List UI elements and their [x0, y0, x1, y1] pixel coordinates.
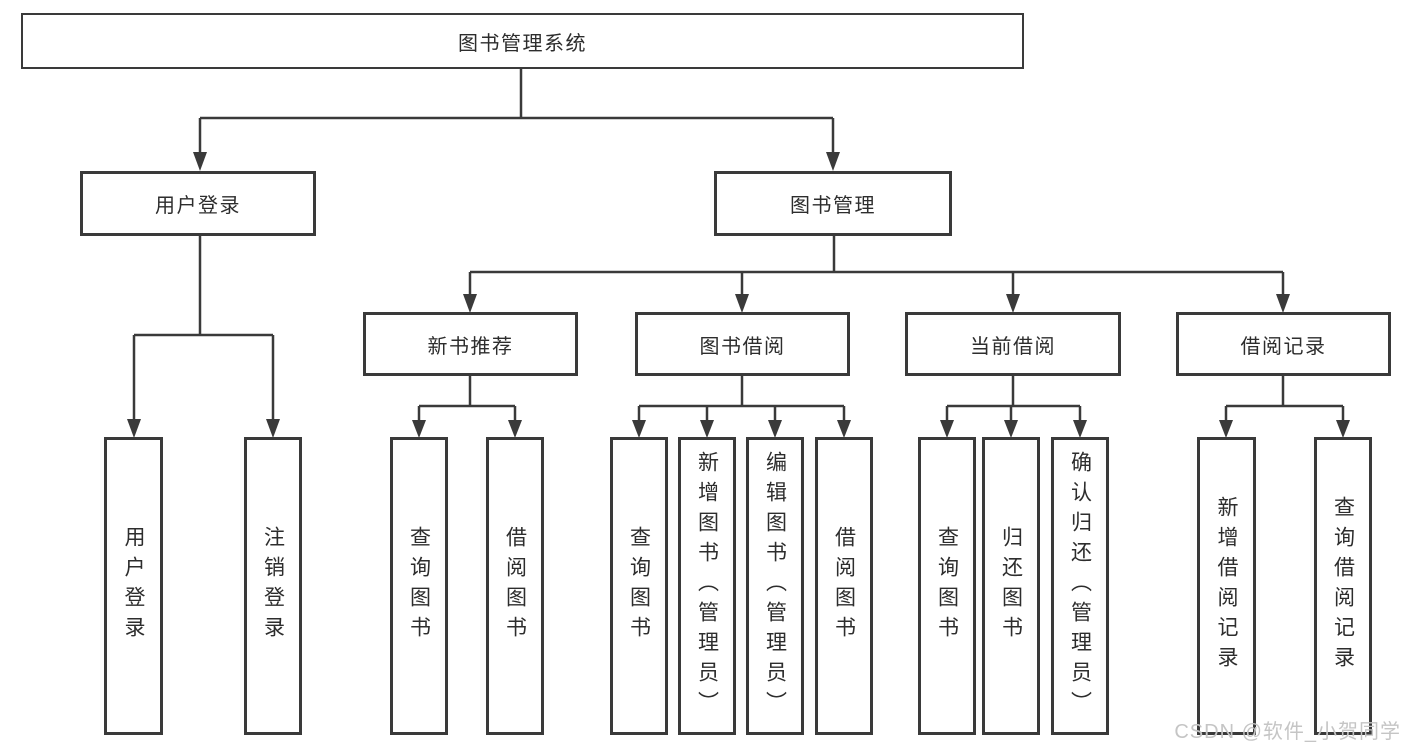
node-label: 新书推荐	[427, 335, 514, 358]
leaf-label: 注销登录	[261, 526, 285, 646]
leaf-user-login: 用户登录	[104, 437, 163, 735]
leaf-return-book: 归还图书	[982, 437, 1040, 735]
leaf-add-borrow-record: 新增借阅记录	[1197, 437, 1256, 735]
node-label: 图书管理	[790, 195, 876, 217]
connector-book-management-children	[463, 236, 1290, 313]
node-book-borrow: 图书借阅	[635, 312, 850, 376]
leaf-label: 借阅图书	[503, 526, 527, 646]
leaf-label: 新增图书（管理员）	[695, 451, 719, 721]
node-borrow-records: 借阅记录	[1176, 312, 1391, 376]
leaf-label: 编辑图书（管理员）	[763, 451, 787, 721]
leaf-query-books: 查询图书	[918, 437, 976, 735]
connector-borrow-records-children	[1219, 376, 1350, 438]
connector-user-login-children	[127, 236, 280, 438]
leaf-query-books: 查询图书	[390, 437, 448, 735]
node-new-book-recommend: 新书推荐	[363, 312, 578, 376]
leaf-edit-book-admin: 编辑图书（管理员）	[746, 437, 804, 735]
node-label: 图书借阅	[699, 335, 786, 358]
leaf-label: 用户登录	[122, 526, 145, 646]
leaf-label: 借阅图书	[832, 526, 856, 646]
leaf-query-borrow-record: 查询借阅记录	[1314, 437, 1372, 735]
leaf-borrow-books: 借阅图书	[815, 437, 873, 735]
leaf-label: 查询图书	[407, 526, 431, 646]
leaf-label: 查询图书	[627, 526, 651, 646]
connector-root-to-level1	[193, 69, 840, 171]
leaf-label: 查询借阅记录	[1331, 496, 1355, 676]
node-label: 借阅记录	[1240, 335, 1327, 358]
leaf-label: 查询图书	[935, 526, 959, 646]
leaf-label: 归还图书	[999, 526, 1023, 646]
csdn-watermark: CSDN @软件_小贺同学	[1174, 721, 1401, 743]
node-label: 用户登录	[155, 195, 241, 217]
connector-current-borrow-children	[940, 376, 1087, 438]
leaf-add-book-admin: 新增图书（管理员）	[678, 437, 736, 735]
leaf-logout: 注销登录	[244, 437, 302, 735]
connector-book-borrow-children	[632, 376, 851, 438]
node-label: 当前借阅	[970, 335, 1056, 358]
node-user-login: 用户登录	[80, 171, 316, 236]
leaf-query-books: 查询图书	[610, 437, 668, 735]
leaf-label: 新增借阅记录	[1215, 496, 1238, 676]
node-book-management: 图书管理	[714, 171, 952, 236]
node-label: 图书管理系统	[458, 32, 587, 55]
node-current-borrow: 当前借阅	[905, 312, 1121, 376]
leaf-confirm-return-admin: 确认归还（管理员）	[1051, 437, 1109, 735]
leaf-borrow-books: 借阅图书	[486, 437, 544, 735]
connector-new-book-recommend-children	[412, 376, 522, 438]
node-root-library-management-system: 图书管理系统	[21, 13, 1024, 69]
leaf-label: 确认归还（管理员）	[1068, 451, 1092, 721]
